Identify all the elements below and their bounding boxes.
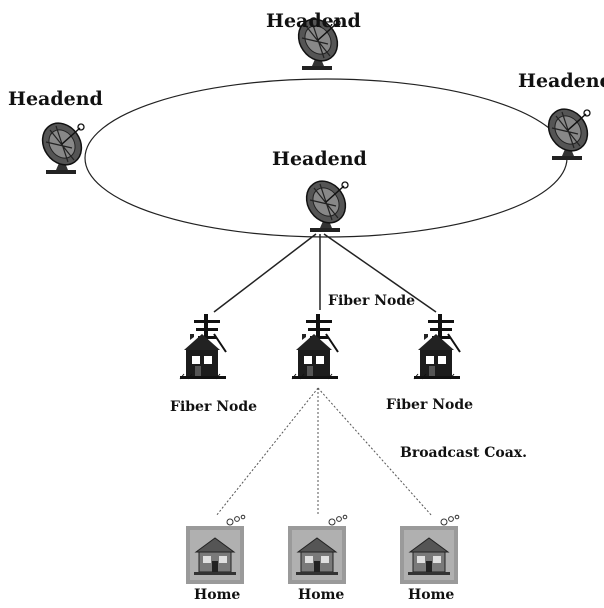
fiber-node-label-left: Fiber Node [170, 399, 258, 415]
home-label-1: Home [194, 587, 241, 603]
home-icon [287, 514, 348, 585]
home-icon [185, 514, 246, 585]
broadcast-coax-label: Broadcast Coax. [400, 445, 527, 461]
headend-label-center: Headend [272, 148, 367, 170]
satellite-dish-icon [297, 172, 355, 233]
home-label-2: Home [298, 587, 345, 603]
house-with-utility-pole-icon [413, 313, 461, 380]
home-label-3: Home [408, 587, 455, 603]
satellite-dish-icon [539, 100, 597, 161]
house-with-utility-pole-icon [179, 313, 227, 380]
satellite-dish-icon [33, 114, 91, 175]
headend-label-top: Headend [266, 10, 361, 32]
fiber-node-label-center: Fiber Node [328, 293, 416, 309]
house-with-utility-pole-icon [291, 313, 339, 380]
headend-label-left: Headend [8, 88, 103, 110]
home-icon [399, 514, 460, 585]
fiber-links [213, 233, 437, 313]
headend-label-right: Headend [518, 72, 604, 91]
coax-links [215, 387, 433, 517]
fiber-node-label-right: Fiber Node [386, 397, 474, 413]
